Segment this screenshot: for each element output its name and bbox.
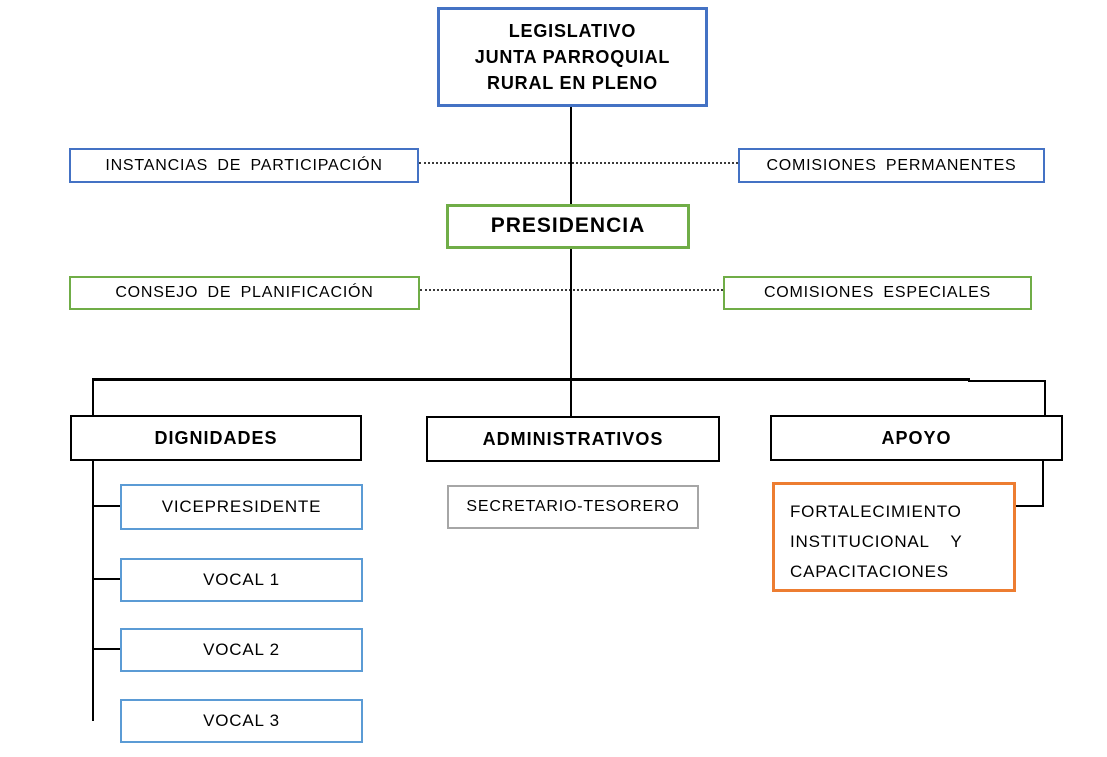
connector-tick-vocal-2 bbox=[92, 648, 120, 650]
node-vocal-3: VOCAL 3 bbox=[120, 699, 363, 743]
connector-legislativo-presidencia bbox=[570, 107, 572, 205]
connector-presidencia-bar bbox=[570, 249, 572, 380]
node-comisiones-permanentes: COMISIONES PERMANENTES bbox=[738, 148, 1045, 183]
node-apoyo: APOYO bbox=[770, 415, 1063, 461]
node-comisiones-especiales: COMISIONES ESPECIALES bbox=[723, 276, 1032, 310]
node-dignidades: DIGNIDADES bbox=[70, 415, 362, 461]
node-consejo-de-planificacion: CONSEJO DE PLANIFICACIÓN bbox=[69, 276, 420, 310]
node-fortalecimiento-institucional: FORTALECIMIENTO INSTITUCIONAL Y CAPACITA… bbox=[772, 482, 1016, 592]
dotted-connector-instancias-comisiones-permanentes bbox=[419, 162, 738, 164]
node-legislativo: LEGISLATIVO JUNTA PARROQUIAL RURAL EN PL… bbox=[437, 7, 708, 107]
connector-apoyo-elbow-vertical bbox=[1042, 461, 1044, 507]
node-administrativos: ADMINISTRATIVOS bbox=[426, 416, 720, 462]
node-legislativo-line-3: RURAL EN PLENO bbox=[487, 73, 658, 93]
node-vocal-2: VOCAL 2 bbox=[120, 628, 363, 672]
node-legislativo-line-2: JUNTA PARROQUIAL bbox=[474, 47, 671, 67]
connector-apoyo-elbow-horizontal bbox=[1016, 505, 1044, 507]
node-fortalecimiento-line-2: INSTITUCIONAL Y bbox=[790, 532, 963, 551]
node-fortalecimiento-line-1: FORTALECIMIENTO bbox=[790, 502, 962, 521]
node-legislativo-line-1: LEGISLATIVO bbox=[508, 21, 637, 41]
connector-tick-vocal-1 bbox=[92, 578, 120, 580]
connector-drop-dignidades bbox=[92, 380, 94, 415]
node-secretario-tesorero: SECRETARIO-TESORERO bbox=[447, 485, 699, 529]
connector-horizontal-bar-right-extension bbox=[968, 380, 1046, 382]
connector-tick-vicepresidente bbox=[92, 505, 120, 507]
node-presidencia: PRESIDENCIA bbox=[446, 204, 690, 249]
node-instancias-de-participacion: INSTANCIAS DE PARTICIPACIÓN bbox=[69, 148, 419, 183]
connector-dignidades-spine bbox=[92, 461, 94, 721]
connector-horizontal-bar bbox=[92, 378, 970, 381]
connector-drop-administrativos bbox=[570, 380, 572, 416]
connector-drop-apoyo bbox=[1044, 380, 1046, 415]
node-vocal-1: VOCAL 1 bbox=[120, 558, 363, 602]
node-fortalecimiento-line-3: CAPACITACIONES bbox=[790, 562, 949, 581]
node-vicepresidente: VICEPRESIDENTE bbox=[120, 484, 363, 530]
